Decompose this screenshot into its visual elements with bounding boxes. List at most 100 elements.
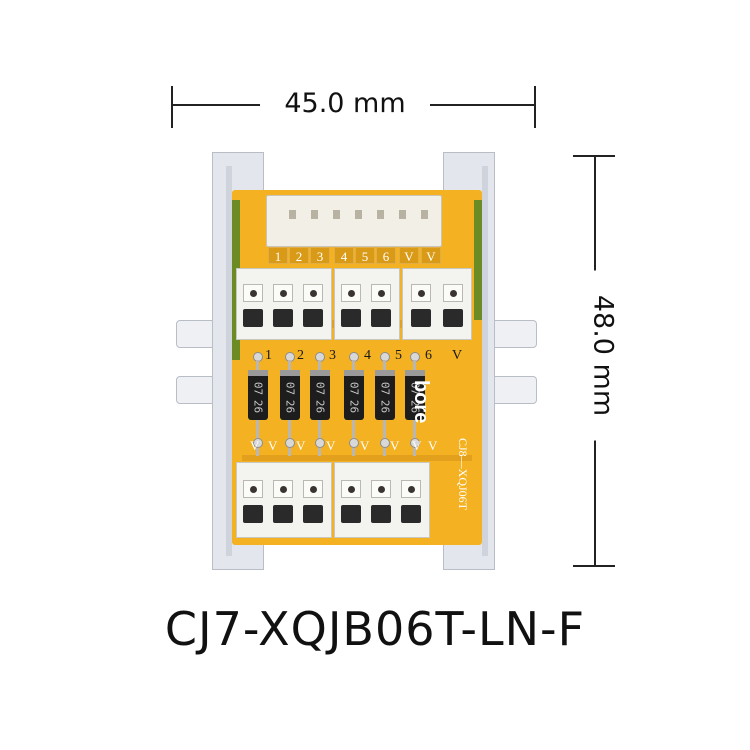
wire-entry xyxy=(303,505,323,523)
diode-body: 07 26 xyxy=(280,370,300,420)
connector-pin-label: 5 xyxy=(355,247,375,264)
diode-label: 5 xyxy=(395,348,402,363)
wire-entry xyxy=(341,505,361,523)
v-label: V xyxy=(390,438,400,453)
v-label: V xyxy=(268,438,278,453)
connector-pin-label: 4 xyxy=(334,247,354,264)
diode-marking: 07 xyxy=(347,381,361,396)
connector-pin xyxy=(355,210,362,219)
model-title: CJ7-XQJB06T-LN-F xyxy=(164,602,586,656)
terminal-block-upper xyxy=(402,268,472,340)
screw-icon xyxy=(401,480,421,498)
v-label: V xyxy=(360,438,370,453)
screw-icon xyxy=(243,480,263,498)
diode-band xyxy=(248,370,268,376)
screw-icon xyxy=(371,480,391,498)
diode-body: 07 26 xyxy=(310,370,330,420)
width-dim-tick-left xyxy=(171,86,173,128)
screw-icon xyxy=(303,284,323,302)
connector-pin-label: 1 xyxy=(268,247,288,264)
pcb-model-text: CJ8—XQJ06T xyxy=(456,438,470,511)
diode-band xyxy=(280,370,300,376)
solder-pad xyxy=(410,438,420,448)
connector-pin xyxy=(289,210,296,219)
diode-body: 07 26 xyxy=(248,370,268,420)
brand-logo: bore xyxy=(410,380,432,424)
height-dim-tick-bottom xyxy=(573,565,615,567)
terminal-block-upper xyxy=(236,268,332,340)
terminal-block-lower xyxy=(236,462,332,538)
header-connector xyxy=(266,195,442,247)
diode-body: 07 26 xyxy=(405,370,425,420)
solder-pad xyxy=(285,438,295,448)
wire-entry xyxy=(243,309,263,327)
v-label: V xyxy=(412,438,422,453)
mount-tab-right-bottom xyxy=(493,376,537,404)
wire-entry xyxy=(341,309,361,327)
solder-pad xyxy=(253,438,263,448)
connector-pin-label: V xyxy=(421,247,441,264)
connector-pin-label: 3 xyxy=(310,247,330,264)
wire-entry xyxy=(371,309,391,327)
rail-left-groove xyxy=(226,166,232,556)
connector-pin xyxy=(421,210,428,219)
rail-right-groove xyxy=(482,166,488,556)
screw-icon xyxy=(341,480,361,498)
diode-body: 07 26 xyxy=(344,370,364,420)
pcb-green-edge-right xyxy=(474,200,482,320)
wire-entry xyxy=(411,309,431,327)
width-dimension-label: 45.0 mm xyxy=(260,88,430,119)
screw-icon xyxy=(273,480,293,498)
diode-marking: 26 xyxy=(251,399,265,414)
wire-entry xyxy=(371,505,391,523)
diode-marking: 26 xyxy=(313,399,327,414)
diode-label: 1 xyxy=(265,348,272,363)
v-label: V xyxy=(326,438,336,453)
connector-pin-label: V xyxy=(399,247,419,264)
height-dimension-label: 48.0 mm xyxy=(587,270,619,441)
wire-entry xyxy=(243,505,263,523)
wire-entry xyxy=(443,309,463,327)
pcb-trace xyxy=(242,455,472,461)
diode-band xyxy=(375,370,395,376)
screw-icon xyxy=(371,284,391,302)
diode-label: V xyxy=(452,348,463,363)
screw-icon xyxy=(273,284,293,302)
connector-pin xyxy=(399,210,406,219)
v-label: V xyxy=(250,438,260,453)
diode-marking: 07 xyxy=(378,381,392,396)
connector-pin xyxy=(311,210,318,219)
screw-icon xyxy=(411,284,431,302)
solder-pad xyxy=(349,438,359,448)
diode-marking: 26 xyxy=(378,399,392,414)
diode-marking: 26 xyxy=(283,399,297,414)
diode-label: 4 xyxy=(364,348,371,363)
wire-entry xyxy=(273,309,293,327)
width-dim-tick-right xyxy=(534,86,536,128)
diode-marking: 26 xyxy=(347,399,361,414)
connector-pin-label: 6 xyxy=(376,247,396,264)
diode-band xyxy=(405,370,425,376)
diode-band xyxy=(310,370,330,376)
wire-entry xyxy=(401,505,421,523)
solder-pad xyxy=(380,438,390,448)
diode-marking: 07 xyxy=(283,381,297,396)
wire-entry xyxy=(273,505,293,523)
diode-band xyxy=(344,370,364,376)
diode-marking: 07 xyxy=(251,381,265,396)
v-label: V xyxy=(296,438,306,453)
diode-label: 6 xyxy=(425,348,432,363)
wire-entry xyxy=(303,309,323,327)
connector-pin-label: 2 xyxy=(289,247,309,264)
diode-marking: 07 xyxy=(313,381,327,396)
screw-icon xyxy=(341,284,361,302)
mount-tab-right-top xyxy=(493,320,537,348)
screw-icon xyxy=(243,284,263,302)
connector-pin xyxy=(333,210,340,219)
solder-pad xyxy=(315,438,325,448)
diode-body: 07 26 xyxy=(375,370,395,420)
diode-label: 3 xyxy=(329,348,336,363)
terminal-block-upper xyxy=(334,268,400,340)
v-label: V xyxy=(428,438,438,453)
diode-label: 2 xyxy=(297,348,304,363)
